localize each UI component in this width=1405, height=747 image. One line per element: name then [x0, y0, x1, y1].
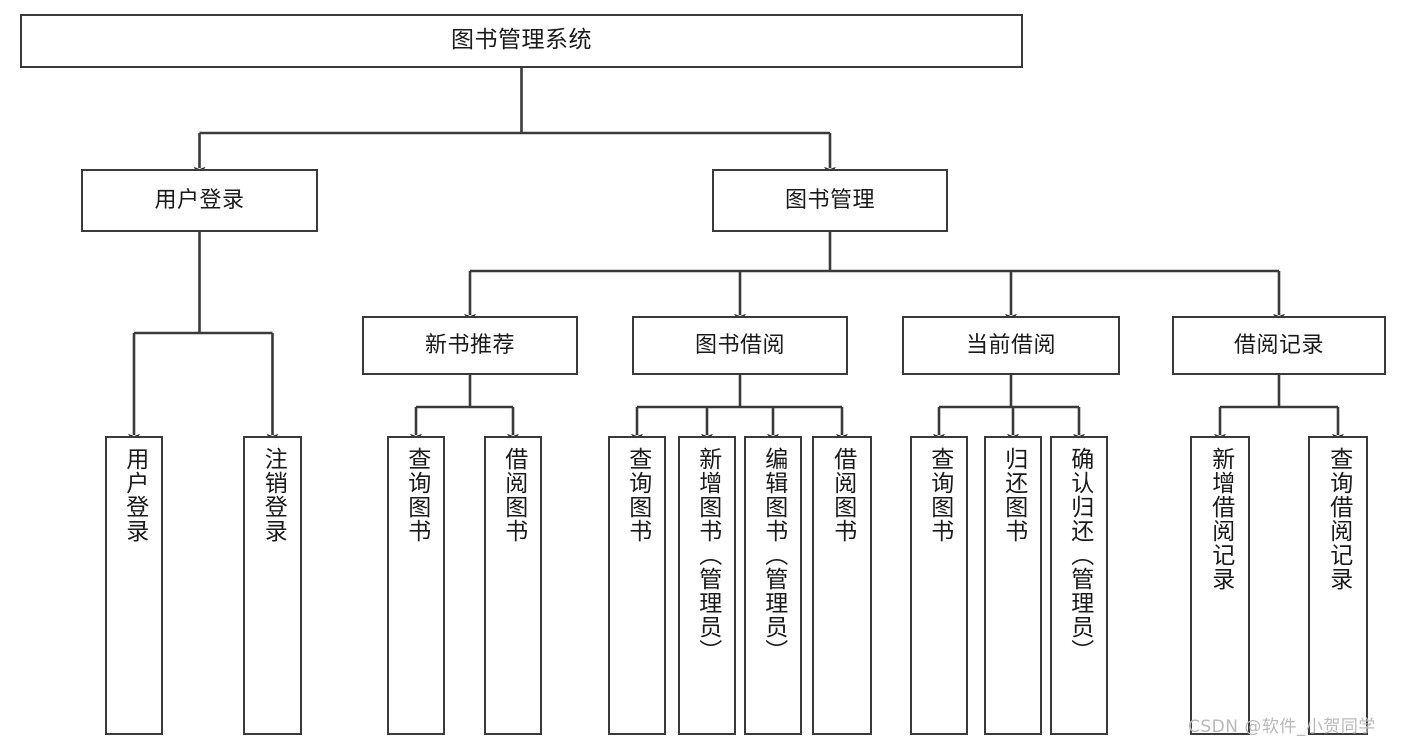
node-leaf-add[interactable]: 新增图书（管理员）	[678, 436, 736, 735]
node-leaf-edit[interactable]: 编辑图书（管理员）	[744, 436, 802, 735]
node-leaf-logout[interactable]: 注销登录	[243, 436, 302, 735]
node-label: 用户登录	[121, 447, 148, 543]
node-root[interactable]: 图书管理系统	[20, 14, 1023, 68]
node-label: 图书管理	[784, 187, 875, 213]
node-label: 新增借阅记录	[1207, 447, 1234, 591]
node-current[interactable]: 当前借阅	[902, 316, 1120, 375]
node-label: 借阅图书	[829, 447, 856, 543]
node-leaf-login[interactable]: 用户登录	[105, 436, 163, 735]
node-leaf-b2[interactable]: 借阅图书	[812, 436, 872, 735]
node-label: 确认归还（管理员）	[1066, 447, 1093, 663]
node-label: 新书推荐	[424, 332, 515, 358]
node-records[interactable]: 借阅记录	[1172, 316, 1386, 375]
node-label: 借阅记录	[1233, 332, 1324, 358]
node-label: 当前借阅	[965, 332, 1056, 358]
node-borrow[interactable]: 图书借阅	[632, 316, 848, 375]
node-leaf-q3[interactable]: 查询图书	[910, 436, 968, 735]
node-label: 新增图书（管理员）	[694, 447, 721, 663]
node-label: 注销登录	[260, 447, 287, 543]
node-label: 图书借阅	[694, 332, 785, 358]
node-leaf-addrec[interactable]: 新增借阅记录	[1190, 436, 1250, 735]
node-leaf-b1[interactable]: 借阅图书	[484, 436, 542, 735]
node-label: 编辑图书（管理员）	[760, 447, 787, 663]
node-label: 查询借阅记录	[1325, 447, 1352, 591]
watermark: CSDN @软件_小贺同学	[1188, 717, 1376, 737]
node-leaf-ret[interactable]: 归还图书	[984, 436, 1042, 735]
node-label: 归还图书	[1000, 447, 1027, 543]
node-leaf-q1[interactable]: 查询图书	[387, 436, 445, 735]
node-label: 查询图书	[403, 447, 430, 543]
node-leaf-qrec[interactable]: 查询借阅记录	[1308, 436, 1368, 735]
node-newbook[interactable]: 新书推荐	[362, 316, 578, 375]
node-leaf-conf[interactable]: 确认归还（管理员）	[1050, 436, 1108, 735]
node-label: 图书管理系统	[451, 27, 592, 54]
node-leaf-q2[interactable]: 查询图书	[608, 436, 666, 735]
node-label: 用户登录	[154, 187, 245, 213]
node-login[interactable]: 用户登录	[81, 169, 318, 232]
node-bookmgmt[interactable]: 图书管理	[712, 169, 948, 232]
node-label: 借阅图书	[500, 447, 527, 543]
node-label: 查询图书	[926, 447, 953, 543]
node-label: 查询图书	[624, 447, 651, 543]
